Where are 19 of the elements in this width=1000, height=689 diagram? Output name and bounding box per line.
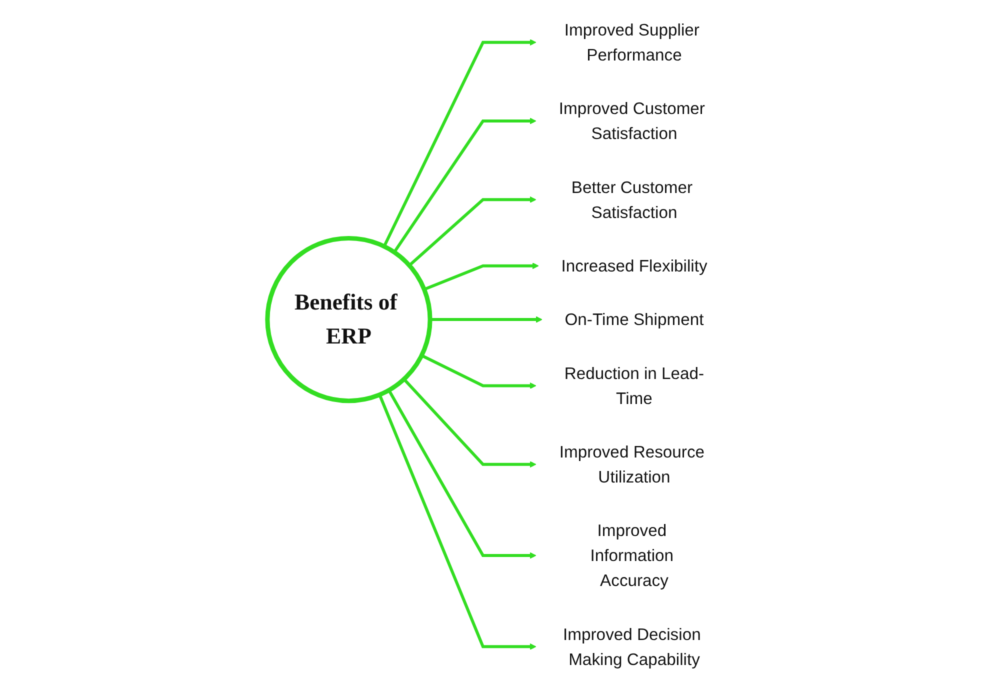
node-text: Reduction in Lead-Time: [564, 364, 704, 408]
node-text: Improved Customer Satisfaction: [558, 99, 705, 143]
arrow: [430, 316, 542, 323]
node-circle: Benefits of ERP: [265, 236, 432, 404]
node-text: Improved Resource Utilization: [559, 442, 705, 486]
node-text: Increased Flexibility: [561, 256, 708, 276]
arrow: [388, 389, 536, 559]
arrow: [382, 39, 536, 248]
node-text: On-Time Shipment: [564, 310, 704, 329]
node-text: Improved Information Accuracy: [590, 521, 674, 590]
arrow: [378, 394, 536, 650]
arrow: [424, 262, 539, 291]
node-text: Better Customer Satisfaction: [571, 178, 693, 222]
arrow: [393, 118, 536, 254]
arrow: [421, 354, 536, 390]
arrow: [402, 378, 536, 468]
node-text: Improved Decision Making Capability: [563, 624, 701, 669]
arrow: [408, 196, 536, 267]
node-text: Improved Supplier Performance: [564, 20, 700, 64]
